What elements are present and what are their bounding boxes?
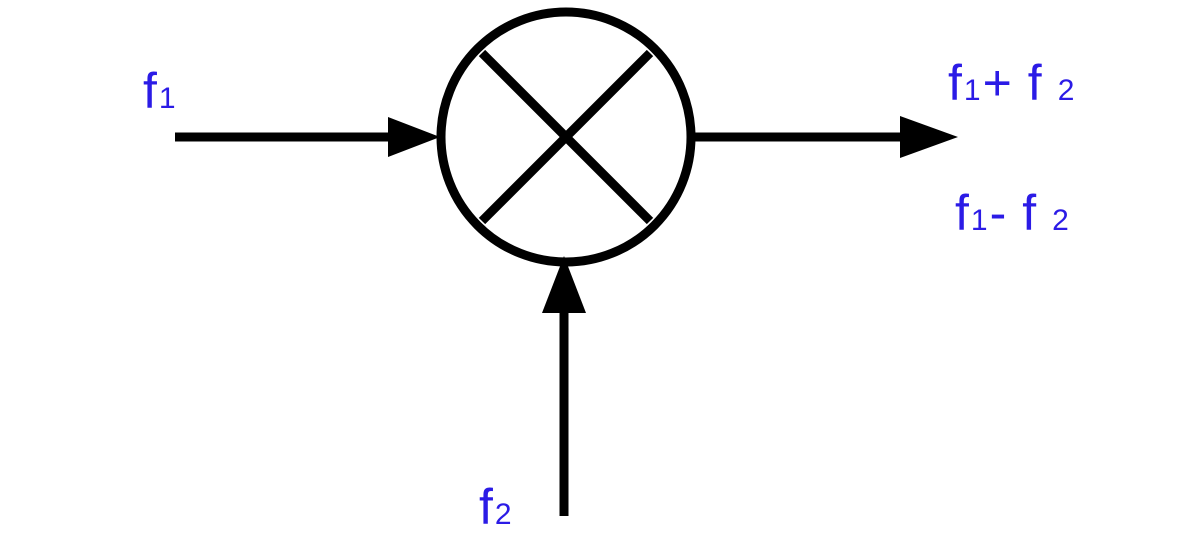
input-f2-arrow	[542, 256, 586, 516]
input-f1-arrow	[175, 117, 440, 157]
label-f2: f2	[479, 479, 512, 535]
output-arrow	[690, 116, 958, 158]
mixer-circle-cross-icon	[436, 7, 696, 267]
label-f1: f1	[143, 63, 176, 119]
